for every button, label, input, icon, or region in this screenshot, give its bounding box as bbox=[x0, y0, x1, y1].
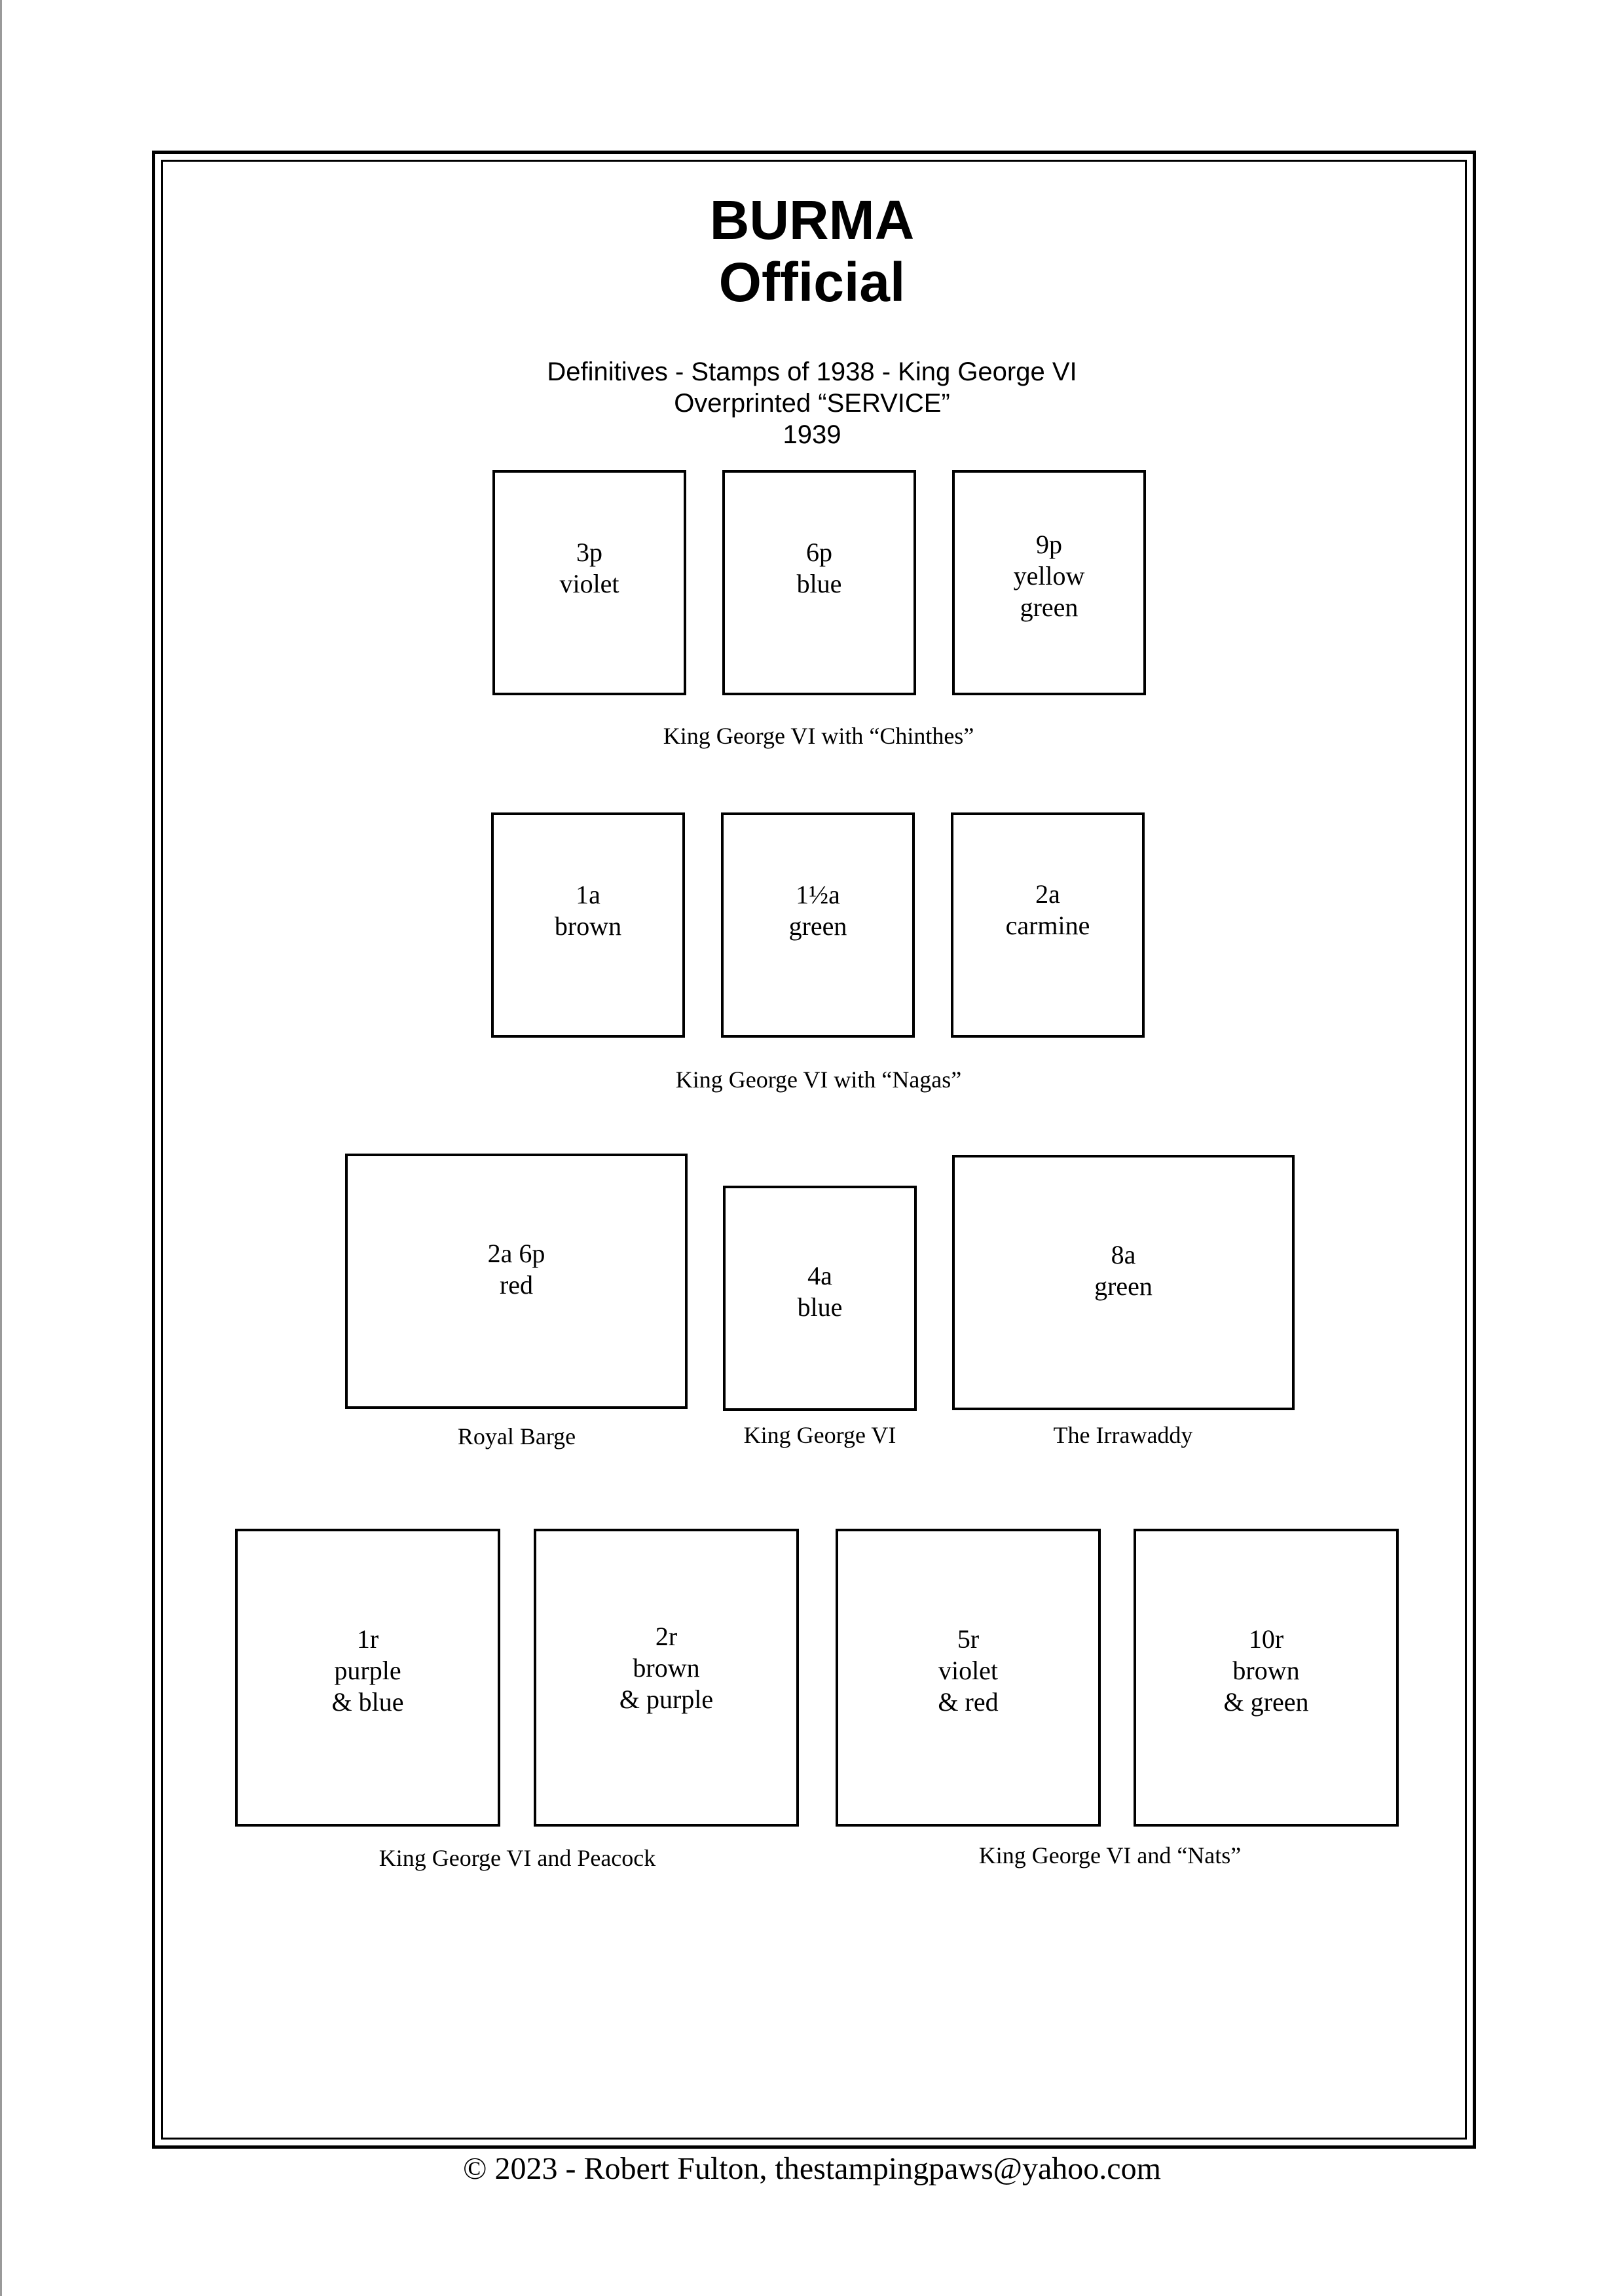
stamp-label: 10r brown & green bbox=[1223, 1624, 1309, 1717]
stamp-label: 5r violet & red bbox=[938, 1624, 999, 1717]
stamp-space-2a-carmine: 2a carmine bbox=[951, 812, 1145, 1038]
stamp-label: 1a brown bbox=[554, 880, 622, 941]
caption-chinthes: King George VI with “Chinthes” bbox=[663, 723, 974, 749]
page-title-section: Official bbox=[718, 251, 906, 313]
stamp-label: 4a blue bbox=[797, 1261, 843, 1322]
subtitle-overprint: Overprinted “SERVICE” bbox=[674, 389, 950, 418]
footer-copyright: © 2023 - Robert Fulton, thestampingpaws@… bbox=[463, 2151, 1161, 2186]
stamp-space-1-half-a-green: 1½a green bbox=[721, 812, 915, 1038]
stamp-space-10r-brown-green: 10r brown & green bbox=[1134, 1529, 1399, 1827]
stamp-space-1a-brown: 1a brown bbox=[491, 812, 685, 1038]
page-title-country: BURMA bbox=[709, 189, 915, 251]
caption-nagas: King George VI with “Nagas” bbox=[675, 1066, 962, 1093]
caption-irrawaddy: The Irrawaddy bbox=[1053, 1422, 1193, 1448]
stamp-label: 9p yellow green bbox=[1013, 530, 1085, 622]
stamp-label: 1r purple & blue bbox=[331, 1624, 404, 1717]
stamp-space-1r-purple-blue: 1r purple & blue bbox=[235, 1529, 500, 1827]
stamp-space-5r-violet-red: 5r violet & red bbox=[836, 1529, 1101, 1827]
stamp-label: 1½a green bbox=[788, 880, 847, 941]
stamp-label: 6p blue bbox=[796, 538, 842, 598]
stamp-space-3p-violet: 3p violet bbox=[492, 470, 686, 695]
stamp-space-4a-blue: 4a blue bbox=[723, 1186, 917, 1411]
stamp-space-8a-green: 8a green bbox=[952, 1155, 1295, 1410]
stamp-space-2r-brown-purple: 2r brown & purple bbox=[534, 1529, 799, 1827]
caption-nats: King George VI and “Nats” bbox=[978, 1842, 1242, 1868]
page-left-edge bbox=[0, 0, 2, 2296]
stamp-space-2a6p-red: 2a 6p red bbox=[345, 1154, 688, 1409]
subtitle-definitives: Definitives - Stamps of 1938 - King Geor… bbox=[547, 357, 1077, 386]
caption-king-george-vi: King George VI bbox=[743, 1422, 896, 1448]
stamp-label: 3p violet bbox=[559, 538, 619, 598]
stamp-label: 2a carmine bbox=[1005, 879, 1090, 940]
stamp-label: 2r brown & purple bbox=[619, 1621, 714, 1714]
stamp-space-6p-blue: 6p blue bbox=[722, 470, 916, 695]
caption-royal-barge: Royal Barge bbox=[457, 1423, 576, 1449]
stamp-label: 2a 6p red bbox=[487, 1239, 545, 1300]
subtitle-year: 1939 bbox=[783, 420, 841, 449]
page-frame-outer bbox=[152, 151, 1476, 2149]
caption-peacock: King George VI and Peacock bbox=[378, 1845, 656, 1871]
page-frame-inner bbox=[161, 160, 1467, 2140]
stamp-label: 8a green bbox=[1094, 1240, 1153, 1301]
stamp-space-9p-yellow-green: 9p yellow green bbox=[952, 470, 1146, 695]
